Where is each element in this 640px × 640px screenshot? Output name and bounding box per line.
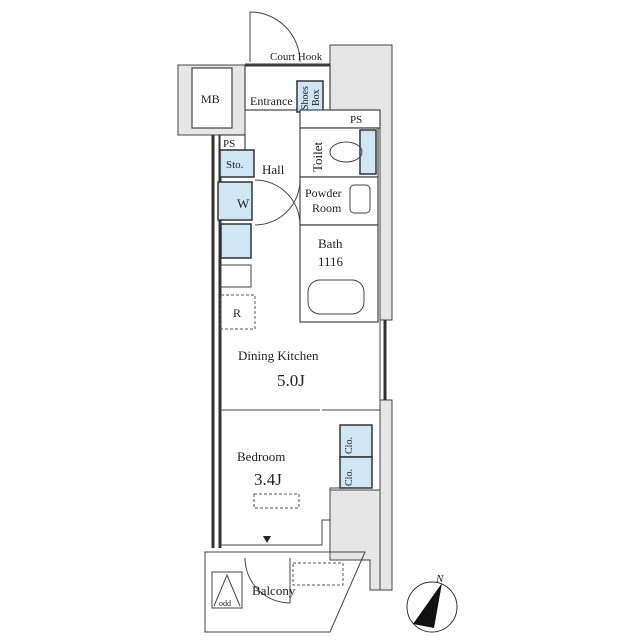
toilet-tank (359, 129, 377, 175)
sink (349, 184, 371, 214)
toilet-label: Toilet (310, 141, 325, 172)
balcony-outline (204, 551, 366, 633)
washer-space (217, 181, 253, 221)
entrance-door[interactable] (249, 11, 301, 63)
storage-label: Sto. (226, 159, 244, 171)
entrance-label: Entrance (250, 94, 293, 108)
bath-size-label: 1116 (318, 254, 344, 269)
exterior-gray-area-lower (329, 399, 393, 591)
ps-top (299, 109, 381, 129)
bedroom-size: 3.4J (254, 470, 282, 489)
shoes-box-label-2: Box (311, 89, 322, 106)
odd-triangle (213, 573, 241, 607)
bed-outline (253, 493, 300, 509)
powder-room-label-2: Room (312, 201, 342, 215)
closet-1-label: Clo. (344, 437, 355, 454)
compass-label: N (435, 573, 444, 585)
bathtub (307, 279, 365, 315)
closet-2 (339, 456, 373, 489)
ps-top-label: PS (350, 114, 362, 126)
powder-room-label-1: Powder (305, 186, 342, 200)
dining-kitchen-label: Dining Kitchen (238, 348, 319, 363)
storage (219, 149, 255, 178)
toilet-bowl (329, 141, 363, 163)
north-arrow-icon (413, 583, 442, 628)
fridge-space (220, 294, 256, 330)
hall-door[interactable] (254, 179, 301, 226)
closet-2-label: Clo. (344, 469, 355, 486)
balcony-door[interactable] (244, 557, 291, 604)
shoes-box-label-1: Shoes (300, 86, 311, 110)
dining-kitchen-size: 5.0J (277, 371, 305, 390)
bath-room (299, 224, 379, 323)
washer-label: W (237, 196, 250, 211)
fridge-label: R (233, 306, 241, 320)
window-marker-icon (263, 536, 271, 543)
closet-1 (339, 424, 373, 458)
ac-unit (292, 562, 344, 586)
stove (220, 264, 252, 288)
bedroom-label: Bedroom (237, 449, 285, 464)
ps-left-label: PS (223, 138, 235, 150)
hall-label: Hall (262, 162, 285, 177)
kitchen-sink (220, 223, 252, 259)
entrance-area (244, 64, 331, 111)
odd-hatch (211, 571, 243, 609)
balcony-label: Balcony (252, 583, 296, 598)
mb-label: MB (201, 92, 220, 106)
mb-inner (191, 67, 233, 129)
court-hook-label: Court Hook (270, 51, 323, 63)
odd-label: odd (219, 599, 231, 608)
bath-label: Bath (318, 236, 343, 251)
